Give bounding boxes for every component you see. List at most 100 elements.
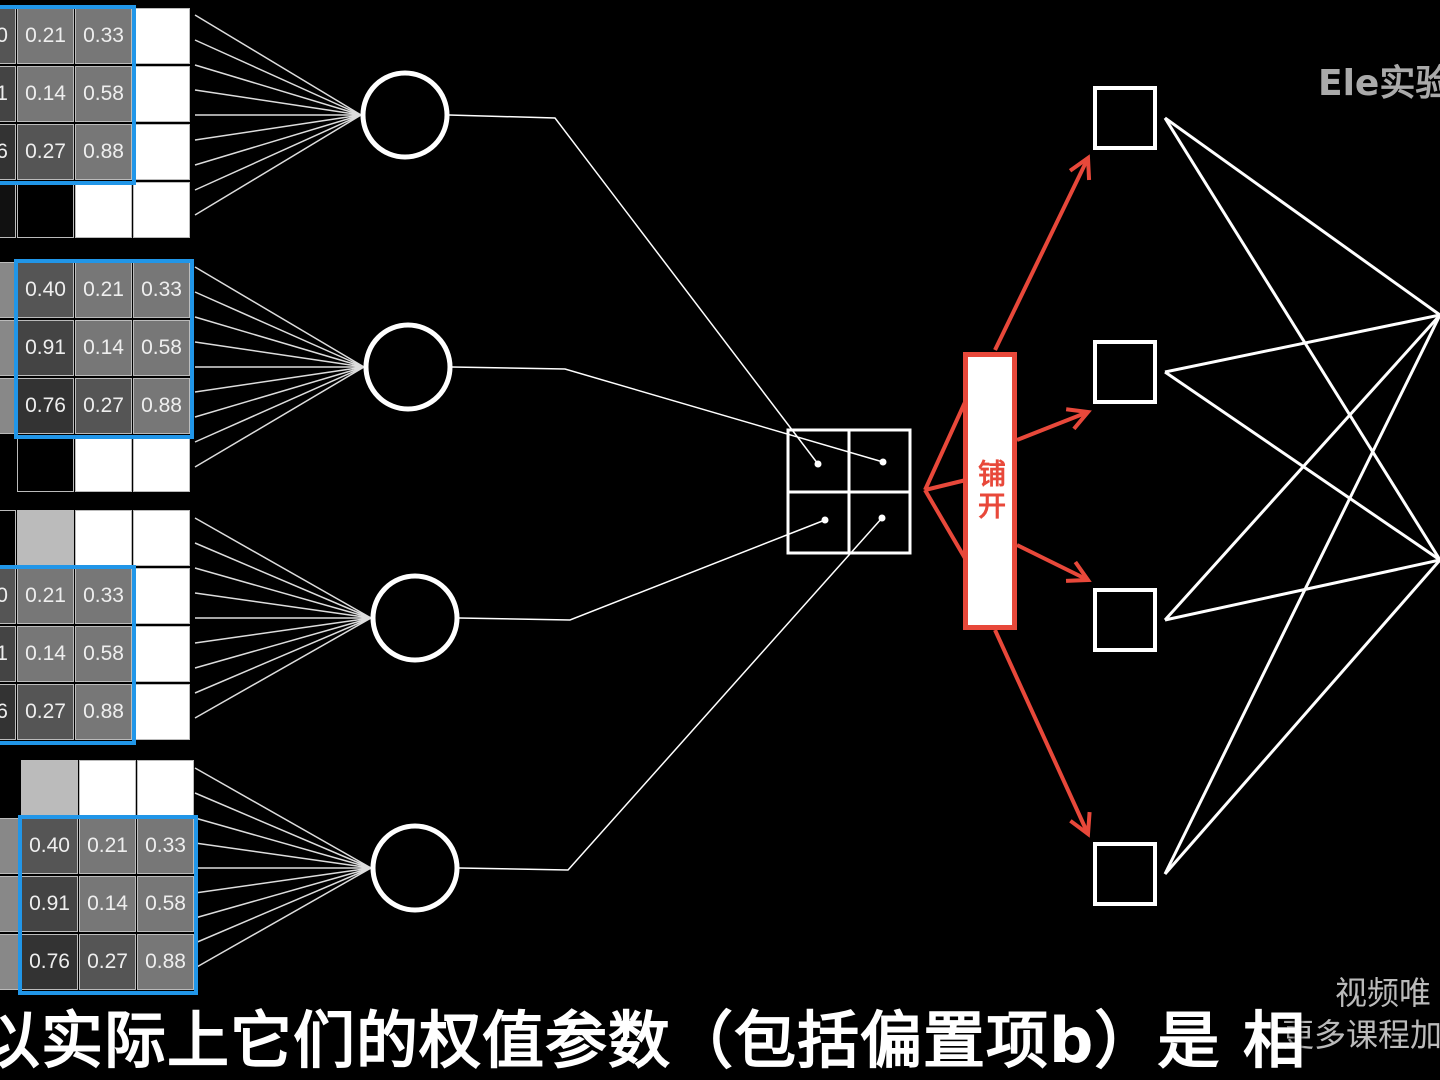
arrow-head — [1069, 811, 1092, 838]
kernel-cell: 0.40 — [17, 262, 74, 318]
fan-line — [194, 316, 365, 368]
grid-cell — [133, 510, 190, 566]
fan-line — [194, 266, 365, 368]
flattened-unit — [1093, 86, 1157, 150]
fan-line — [194, 567, 372, 619]
kernel-cell: 0.21 — [17, 8, 74, 64]
fan-line — [194, 114, 362, 166]
kernel-cell: 0.88 — [75, 684, 132, 740]
kernel-cell: 0.58 — [75, 66, 132, 122]
kernel-cell: 0.88 — [75, 124, 132, 180]
fan-line — [194, 817, 372, 869]
kernel-cell: 0.40 — [21, 818, 78, 874]
fan-line — [194, 592, 372, 619]
grid-cell — [17, 510, 74, 566]
kernel-cell: 0.14 — [75, 320, 132, 376]
flatten-label: 铺开 — [963, 352, 1017, 630]
fan-line — [194, 517, 372, 619]
flattened-unit — [1093, 588, 1157, 652]
kernel-cell: 0.76 — [0, 684, 16, 740]
connection-line — [448, 114, 819, 465]
dense-connection — [1163, 559, 1440, 875]
fan-line — [194, 366, 365, 468]
pooled-dot — [879, 458, 887, 466]
dense-connection — [1163, 314, 1440, 875]
kernel-cell: 0.88 — [133, 378, 190, 434]
grid-cell — [79, 760, 136, 816]
grid-cell — [21, 760, 78, 816]
fan-line — [194, 617, 372, 644]
flattened-unit — [1093, 340, 1157, 404]
fan-line — [194, 366, 365, 443]
kernel-cell: 0.27 — [17, 124, 74, 180]
grid-cell — [133, 436, 190, 492]
fan-line — [194, 867, 372, 969]
neuron-circle — [370, 823, 460, 913]
fan-line — [194, 867, 372, 944]
fan-line — [194, 341, 365, 368]
fan-line — [194, 114, 362, 191]
dense-connection — [1163, 313, 1440, 622]
grid-cell — [133, 124, 190, 180]
grid-cell — [133, 8, 190, 64]
kernel-cell: 0.33 — [75, 568, 132, 624]
kernel-cell: 0.88 — [137, 934, 194, 990]
kernel-highlight — [0, 565, 136, 745]
flatten-arrow — [1016, 543, 1089, 582]
fan-line — [194, 867, 372, 894]
grid-cell — [0, 876, 20, 932]
fan-line — [194, 617, 372, 694]
pooled-dot — [878, 514, 886, 522]
kernel-cell: 0.27 — [17, 684, 74, 740]
kernel-cell: 0.14 — [17, 66, 74, 122]
flatten-line — [924, 478, 967, 492]
kernel-cell: 0.91 — [0, 626, 16, 682]
kernel-cell: 0.58 — [75, 626, 132, 682]
fan-line — [194, 291, 365, 368]
kernel-highlight — [0, 5, 136, 185]
flattened-unit — [1093, 842, 1157, 906]
kernel-cell: 0.21 — [79, 818, 136, 874]
grid-cell — [137, 760, 194, 816]
fan-line — [194, 89, 362, 116]
kernel-cell: 0.91 — [17, 320, 74, 376]
grid-cell — [0, 182, 16, 238]
fan-line — [194, 366, 365, 393]
pooled-dot — [814, 460, 822, 468]
connection-line — [458, 517, 883, 871]
flatten-line — [923, 488, 968, 562]
kernel-cell: 0.27 — [79, 934, 136, 990]
flatten-arrow — [993, 629, 1090, 835]
grid-cell — [17, 182, 74, 238]
flatten-line — [923, 399, 968, 491]
fan-line — [194, 114, 362, 141]
pooled-dot — [821, 516, 829, 524]
kernel-cell: 0.27 — [75, 378, 132, 434]
grid-cell — [0, 510, 16, 566]
dense-connection — [1164, 116, 1440, 317]
flatten-arrow — [1016, 410, 1089, 442]
grid-cell — [0, 934, 20, 990]
grid-cell — [17, 436, 74, 492]
flatten-arrow — [993, 157, 1090, 351]
kernel-highlight — [18, 815, 198, 995]
watermark-line1: 视频唯 — [1335, 974, 1432, 1012]
connection-line — [451, 366, 884, 463]
grid-cell — [75, 510, 132, 566]
grid-cell — [133, 66, 190, 122]
kernel-cell: 0.14 — [79, 876, 136, 932]
arrow-head — [1065, 560, 1092, 583]
grid-cell — [75, 182, 132, 238]
fan-line — [194, 617, 372, 719]
kernel-cell: 0.91 — [21, 876, 78, 932]
neuron-circle — [363, 322, 453, 412]
grid-cell — [133, 626, 190, 682]
fan-line — [194, 542, 372, 619]
kernel-cell: 0.58 — [133, 320, 190, 376]
fan-line — [194, 64, 362, 116]
subtitle: 以实际上它们的权值参数（包括偏置项b）是 相 — [0, 1004, 1306, 1077]
kernel-cell: 0.76 — [17, 378, 74, 434]
grid-cell — [75, 436, 132, 492]
kernel-cell: 0.58 — [137, 876, 194, 932]
